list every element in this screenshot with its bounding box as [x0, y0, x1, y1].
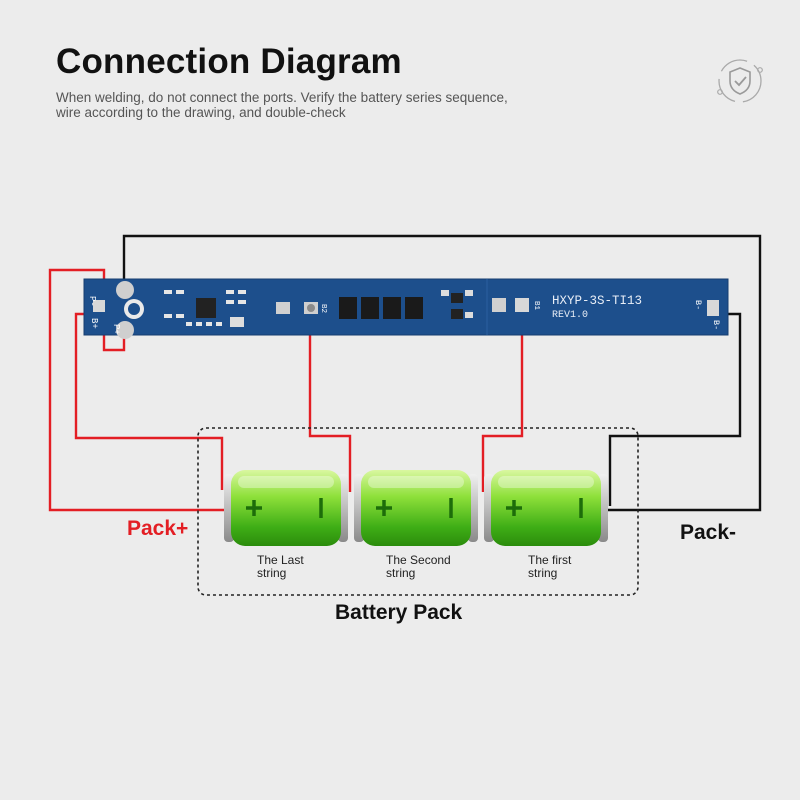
board-rev: REV1.0 [552, 310, 588, 321]
cell-caption-1: The Last string [257, 553, 304, 580]
instructions-line-2: wire according to the drawing, and doubl… [56, 105, 346, 120]
battery-pack-label: Battery Pack [335, 601, 463, 624]
instructions: When welding, do not connect the ports. … [56, 90, 676, 120]
pad-b-plus: B+ [89, 318, 99, 329]
plus-icon [506, 500, 522, 516]
instructions-line-1: When welding, do not connect the ports. … [56, 90, 508, 105]
cell-body [491, 470, 601, 546]
board-model: HXYP-3S-TI13 [552, 294, 642, 308]
cell-highlight [498, 476, 594, 488]
pad-b1: B1 [532, 301, 540, 311]
cell-body [231, 470, 341, 546]
battery-cell-3 [484, 470, 608, 546]
pad-b-minus-bottom: B- [711, 320, 721, 330]
battery-cell-2 [354, 470, 478, 546]
shield-check-icon [717, 59, 763, 103]
bms-board [83, 278, 729, 339]
pack-minus-label: Pack- [680, 521, 737, 544]
cell-highlight [368, 476, 464, 488]
pad-p-plus: P+ [111, 324, 121, 335]
wire-b2 [308, 312, 352, 492]
pad-b2: B2 [319, 304, 327, 313]
cell-highlight [238, 476, 334, 488]
pad-b-minus-top: B- [693, 300, 703, 310]
pad-p-minus: P- [87, 296, 97, 307]
cell-caption-2: The Second string [386, 553, 451, 580]
battery-pack-frame [197, 427, 639, 596]
pack-plus-label: Pack+ [127, 517, 189, 540]
wire-b-plus-cell [74, 312, 224, 490]
plus-icon [376, 500, 392, 516]
cell-caption-3: The first string [528, 553, 572, 580]
wire-b-plus [102, 332, 126, 352]
battery-cells [224, 470, 608, 546]
wire-b-minus [608, 312, 742, 506]
wire-p-minus-loop [122, 234, 762, 512]
black-wires [122, 234, 762, 512]
battery-cell-1 [224, 470, 348, 546]
page-title: Connection Diagram [56, 42, 402, 81]
cell-body [361, 470, 471, 546]
wire-b1 [481, 312, 524, 492]
plus-icon [246, 500, 262, 516]
